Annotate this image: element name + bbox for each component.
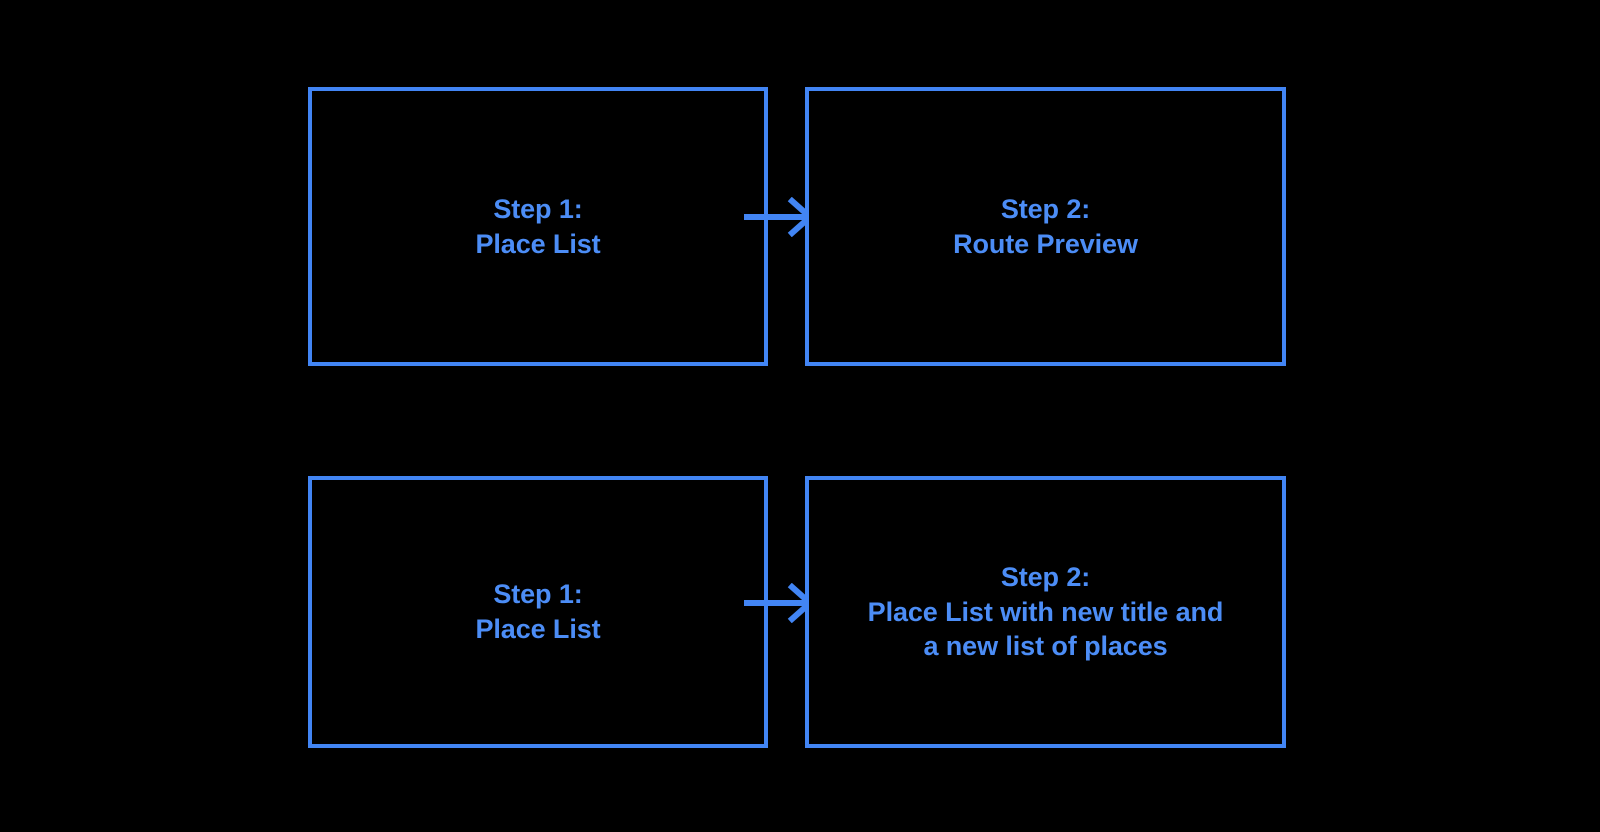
flow-row-route-preview: Step 1: Place List Step 2: Route Preview	[0, 87, 1600, 367]
step-box-place-list-top[interactable]: Step 1: Place List	[308, 87, 768, 366]
step-box-place-list-bottom[interactable]: Step 1: Place List	[308, 476, 768, 748]
step-box-label: Step 1: Place List	[475, 579, 601, 644]
step-box-label: Step 2: Place List with new title and a …	[867, 562, 1224, 662]
flow-row-new-place-list: Step 1: Place List Step 2: Place List wi…	[0, 476, 1600, 756]
step-box-label: Step 1: Place List	[475, 193, 601, 259]
step-box-new-place-list[interactable]: Step 2: Place List with new title and a …	[805, 476, 1286, 748]
step-box-label: Step 2: Route Preview	[953, 193, 1138, 259]
step-box-route-preview[interactable]: Step 2: Route Preview	[805, 87, 1286, 366]
